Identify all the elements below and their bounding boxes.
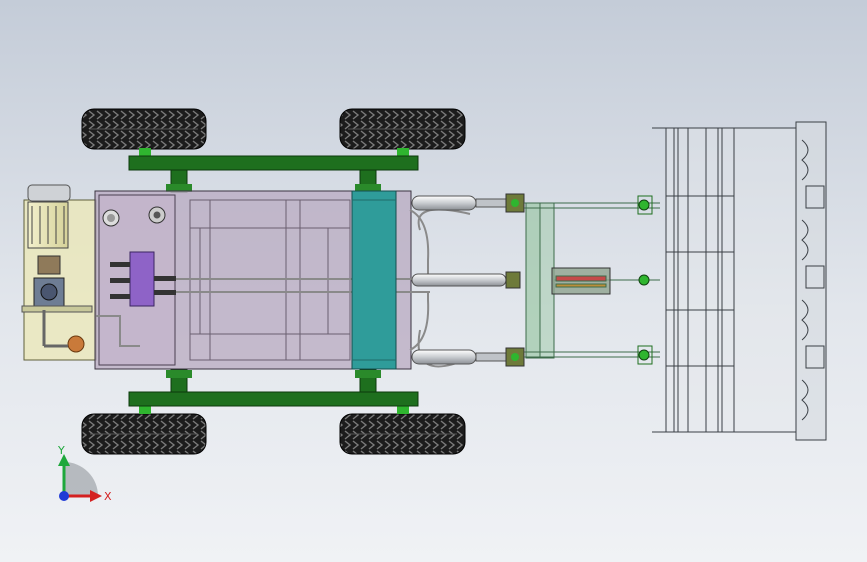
triad-y-arrow bbox=[58, 454, 70, 466]
wheel-hubs bbox=[139, 148, 409, 414]
wheel-front-right bbox=[81, 413, 207, 455]
triad-y-label: Y bbox=[57, 444, 65, 457]
loader-arms bbox=[524, 195, 660, 365]
tilt-cylinder-center bbox=[411, 271, 521, 289]
radiator bbox=[351, 190, 397, 370]
wheel-front-left bbox=[81, 108, 207, 150]
coordinate-triad: Y X bbox=[57, 444, 112, 503]
lift-cylinder-bottom bbox=[411, 347, 525, 367]
triad-x-arrow bbox=[90, 490, 102, 502]
axle-beam-top bbox=[128, 155, 419, 193]
wheel-rear-right bbox=[339, 413, 466, 455]
axle-beam-bottom bbox=[128, 369, 419, 407]
triad-x-label: X bbox=[104, 490, 112, 503]
motor-pump-unit bbox=[21, 184, 97, 361]
valve-block bbox=[110, 251, 176, 307]
triad-z-axis bbox=[59, 491, 69, 501]
bucket bbox=[652, 121, 827, 441]
wheel-rear-left bbox=[339, 108, 466, 150]
lift-cylinder-top bbox=[411, 193, 525, 213]
